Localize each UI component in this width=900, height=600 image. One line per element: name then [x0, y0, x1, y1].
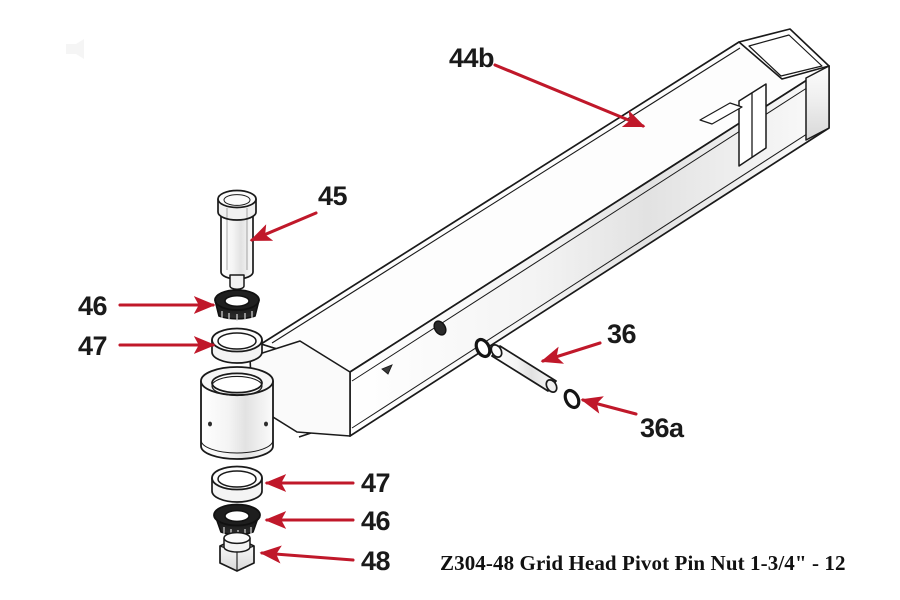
- pivot-pin: [217, 189, 257, 290]
- callout-arrow-36a: [580, 396, 638, 416]
- callout-label-46-bottom: 46: [361, 506, 391, 536]
- callout-label-47-bottom: 47: [361, 468, 391, 498]
- callout-label-36: 36: [607, 319, 637, 349]
- callout-arrows: [118, 63, 646, 564]
- callout-arrow-45: [249, 211, 318, 242]
- callout-arrow-36: [540, 341, 602, 364]
- callout-label-36a: 36a: [640, 413, 684, 443]
- callout-arrow-44b: [493, 63, 646, 128]
- callout-label-44b: 44b: [449, 43, 495, 73]
- boom-pin-hole: [433, 320, 447, 336]
- lower-ring: [211, 465, 263, 503]
- pivot-hub: [200, 340, 351, 460]
- callout-arrow-48: [259, 545, 355, 564]
- roll-pin: [490, 344, 558, 393]
- callout-label-48: 48: [361, 546, 391, 576]
- pin-washer-lower: [563, 388, 581, 410]
- diagram-caption: Z304-48 Grid Head Pivot Pin Nut 1-3/4" -…: [440, 551, 846, 575]
- callout-label-47-top: 47: [78, 331, 108, 361]
- pin-washer-upper: [474, 337, 492, 359]
- boom-arm: [260, 28, 830, 438]
- upper-ring: [211, 327, 263, 364]
- hex-nut: [219, 531, 255, 572]
- callout-label-46-top: 46: [78, 291, 108, 321]
- callout-label-45: 45: [318, 181, 348, 211]
- scan-artifact: [66, 39, 84, 59]
- upper-bearing: [214, 289, 260, 321]
